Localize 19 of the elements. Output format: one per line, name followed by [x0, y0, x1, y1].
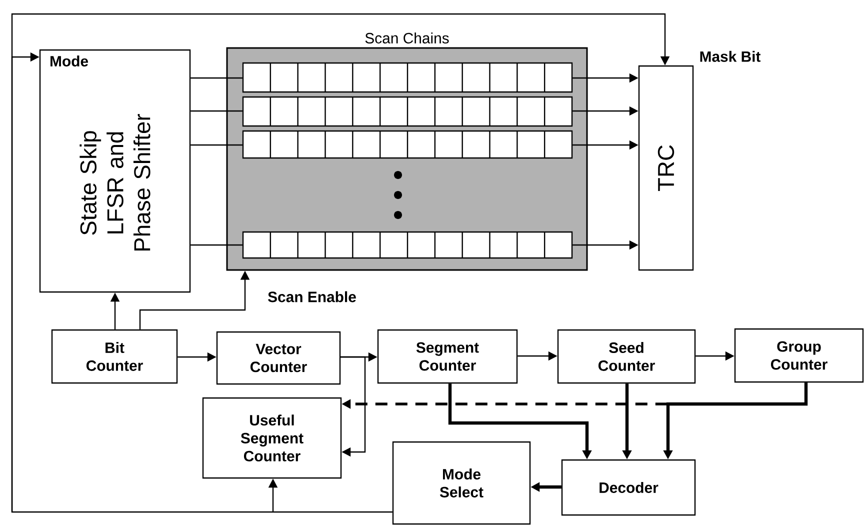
arrow — [340, 356, 366, 457]
counter-box: Group Counter — [734, 328, 864, 383]
compactor-box: TRC — [638, 65, 694, 271]
counter-box: Vector Counter — [216, 331, 341, 385]
scan-chain — [242, 96, 573, 127]
scan-chain — [242, 62, 573, 93]
counter-box: Segment Counter — [377, 329, 518, 384]
node-label: Scan Chains — [365, 32, 449, 44]
edge-label: Scan Enable — [266, 290, 358, 304]
counter-box: Mode Select — [392, 441, 531, 525]
counter-box: Seed Counter — [557, 329, 696, 384]
connector-line — [273, 511, 392, 513]
counter-box: Bit Counter — [51, 329, 178, 384]
counter-box: Useful Segment Counter — [202, 397, 342, 479]
scan-chain — [242, 130, 573, 159]
generator-box: Mode State Skip LFSR and Phase Shifter — [39, 49, 191, 293]
scan-chain — [242, 231, 573, 259]
edge-label: Mask Bit — [698, 50, 762, 63]
counter-box: Decoder — [561, 459, 696, 516]
